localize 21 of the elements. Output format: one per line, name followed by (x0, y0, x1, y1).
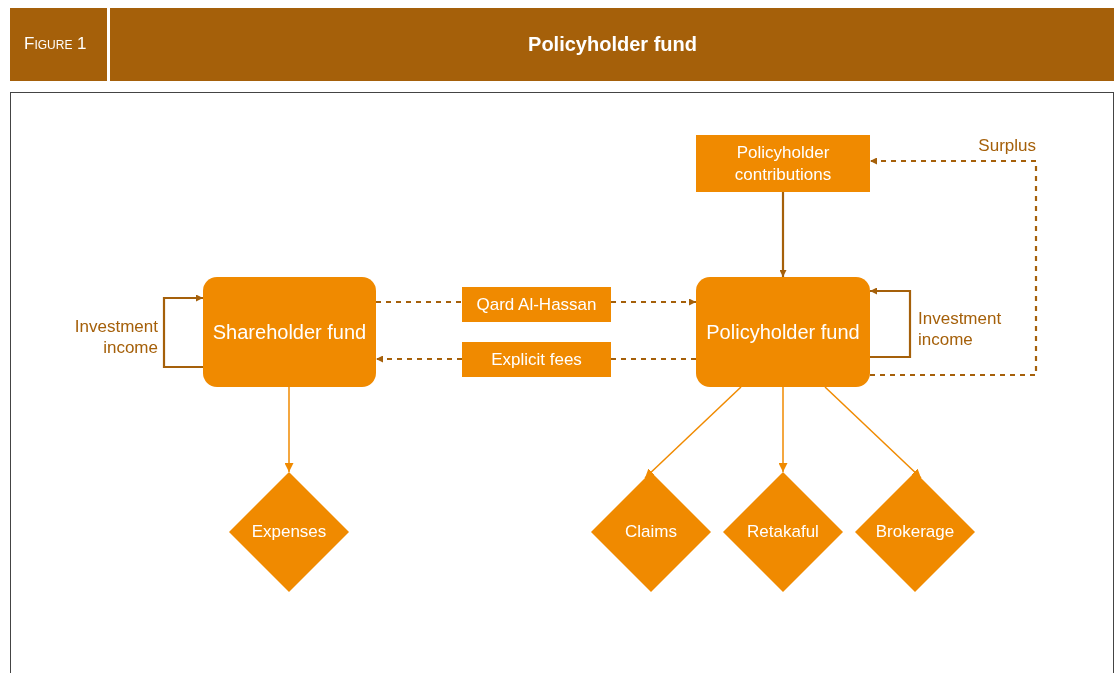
arrow (644, 386, 742, 479)
fund-box: Shareholder fund (203, 277, 376, 387)
arrow (870, 287, 912, 359)
figure-title: Policyholder fund (527, 33, 698, 56)
decision-diamond: Claims (591, 472, 711, 592)
arrow (779, 192, 787, 277)
arrow (284, 386, 294, 473)
decision-diamond: Retakaful (723, 472, 843, 592)
flow-label-box: Qard Al-Hassan (462, 287, 611, 322)
arrow (376, 355, 462, 363)
arrow (611, 298, 696, 306)
arrow (778, 386, 788, 473)
arrow (162, 294, 203, 369)
decision-diamond: Expenses (229, 472, 349, 592)
fund-box: Policyholder fund (696, 277, 870, 387)
decision-diamond: Brokerage (855, 472, 975, 592)
flow-label-box: Explicit fees (462, 342, 611, 377)
process-box: Policyholder contributions (696, 135, 870, 192)
arrow (824, 386, 922, 479)
figure-number: Figure 1 (24, 34, 87, 54)
arrow (870, 157, 1038, 377)
